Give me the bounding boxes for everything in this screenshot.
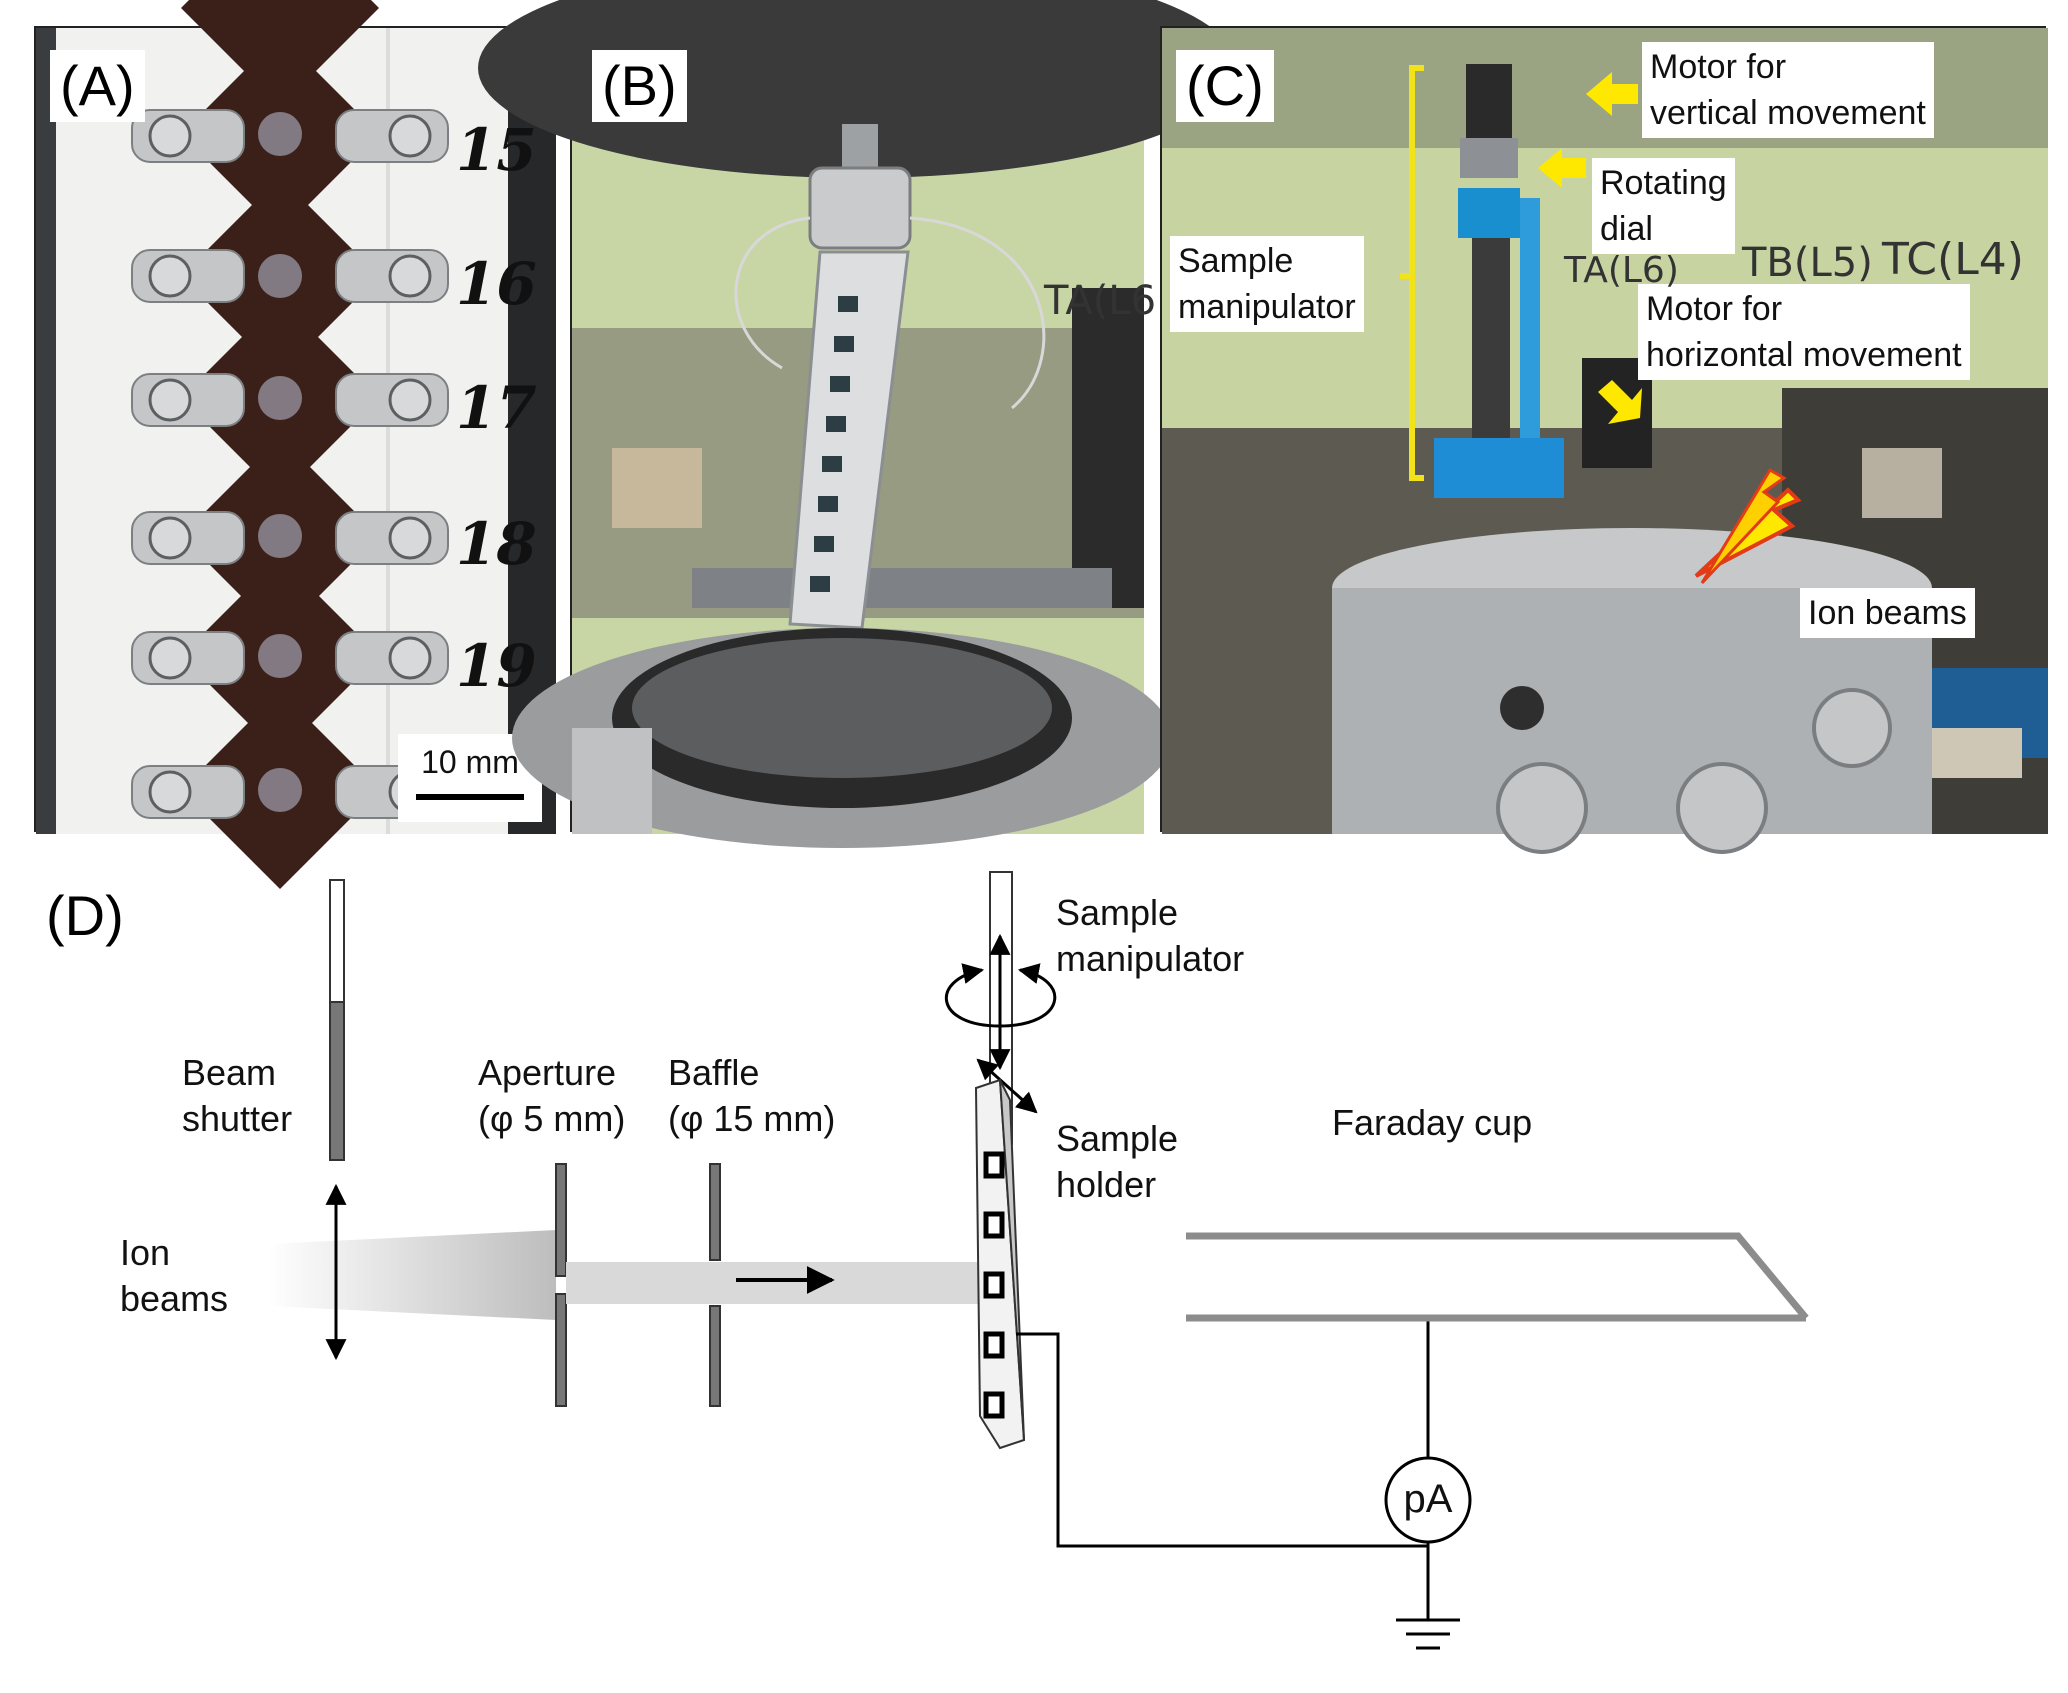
sample-number-19: 19 <box>456 632 537 700</box>
sample-slots <box>983 1151 1005 1419</box>
sample-holder-photo <box>478 0 1238 848</box>
collimated-beam <box>566 1262 996 1304</box>
panel-d-label: (D) <box>46 880 124 952</box>
faraday-cup-upper <box>1186 1232 1809 1321</box>
panel-b-label: (B) <box>592 50 687 122</box>
wall-marking-ta: TA(L6 <box>1044 278 1157 324</box>
photo-panel-a: (A) 15 16 17 18 19 10 mm <box>34 0 556 889</box>
sample-number-15: 15 <box>456 116 537 184</box>
incoming-beam <box>268 1230 556 1320</box>
aperture-upper-plate <box>555 1163 567 1277</box>
baffle-label: Baffle (φ 15 mm) <box>668 1052 836 1139</box>
panel-c-label: (C) <box>1176 50 1274 122</box>
sample-number-16: 16 <box>456 250 537 318</box>
beam-shutter-upper <box>329 879 345 1003</box>
panel-a-label: (A) <box>50 50 145 122</box>
experimental-chamber-photo <box>1162 28 2048 854</box>
holder-ground-wire <box>1016 1332 1428 1548</box>
wall-marking-tc: TC(L4) <box>1882 234 2024 285</box>
motor-horizontal-annotation: Motor for horizontal movement <box>1638 284 1970 380</box>
horizontal-motion-arrow <box>976 1058 1038 1114</box>
picoammeter-label: pA <box>1403 1477 1453 1521</box>
motor-vertical-annotation: Motor for vertical movement <box>1642 42 1934 138</box>
sample-number-17: 17 <box>456 374 537 442</box>
aperture-label: Aperture (φ 5 mm) <box>478 1052 626 1139</box>
sample-manipulator-annotation: Sample manipulator <box>1170 236 1364 332</box>
faraday-cup-label: Faraday cup <box>1332 1102 1533 1143</box>
sample-strip-photo <box>36 0 556 889</box>
beam-shutter-lower <box>329 1001 345 1161</box>
rotation-arrow <box>944 963 1057 1028</box>
photo-panel-b: (B) TA(L6 <box>478 0 1238 848</box>
beamline-schematic <box>268 871 1809 1650</box>
aperture-lower-plate <box>555 1293 567 1407</box>
ion-beams-label: Ion beams <box>120 1232 229 1319</box>
ground-symbol <box>1396 1618 1460 1650</box>
baffle-lower-plate <box>709 1305 721 1407</box>
wall-marking-ta: TA(L6) <box>1564 250 1679 291</box>
sample-manipulator-label: Sample manipulator <box>1056 892 1245 979</box>
sample-holder-edge <box>999 1079 1025 1441</box>
scale-bar-line <box>416 794 524 800</box>
wall-marking-tb: TB(L5) <box>1742 240 1873 286</box>
scale-bar-label: 10 mm <box>421 744 519 780</box>
sample-holder-label: Sample holder <box>1056 1118 1179 1205</box>
baffle-upper-plate <box>709 1163 721 1261</box>
sample-number-18: 18 <box>456 510 537 578</box>
beam-shutter-label: Beam shutter <box>182 1052 293 1139</box>
photo-panel-c: (C) Motor for vertical movement Rotating… <box>1160 26 2048 854</box>
ion-beams-annotation: Ion beams <box>1800 588 1975 638</box>
rotating-dial-annotation: Rotating dial <box>1592 158 1735 254</box>
